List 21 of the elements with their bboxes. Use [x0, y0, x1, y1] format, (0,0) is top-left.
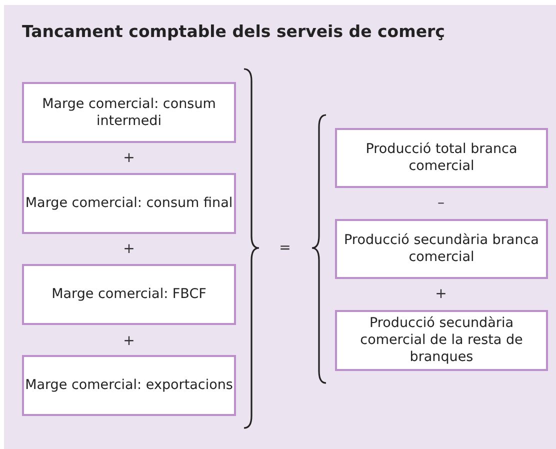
text-box — [335, 219, 548, 279]
text-box — [22, 173, 236, 234]
plus-sign: + — [123, 150, 135, 166]
box-text: Marge comercial: consum final — [25, 195, 233, 212]
box-text: Producció secundària comercial de la resta de branques — [359, 315, 524, 366]
title: Tancament comptable dels serveis de comerç — [22, 22, 445, 41]
text-box — [22, 82, 236, 143]
box-text: Marge comercial: exportacions — [25, 377, 233, 394]
box-text: Marge comercial: FBCF — [52, 286, 206, 303]
plus-sign: + — [123, 241, 135, 257]
text-box — [22, 264, 236, 325]
box-text: Producció total branca comercial — [364, 141, 518, 175]
minus-sign: – — [438, 195, 444, 211]
text-box — [335, 128, 548, 188]
box-text: Marge comercial: consum intermedi — [41, 96, 217, 130]
equals-sign: = — [279, 240, 291, 256]
text-box — [22, 355, 236, 416]
text-box — [335, 310, 548, 371]
plus-sign: + — [123, 333, 135, 349]
box-text: Producció secundària branca comercial — [343, 232, 540, 266]
plus-sign: + — [435, 286, 447, 302]
